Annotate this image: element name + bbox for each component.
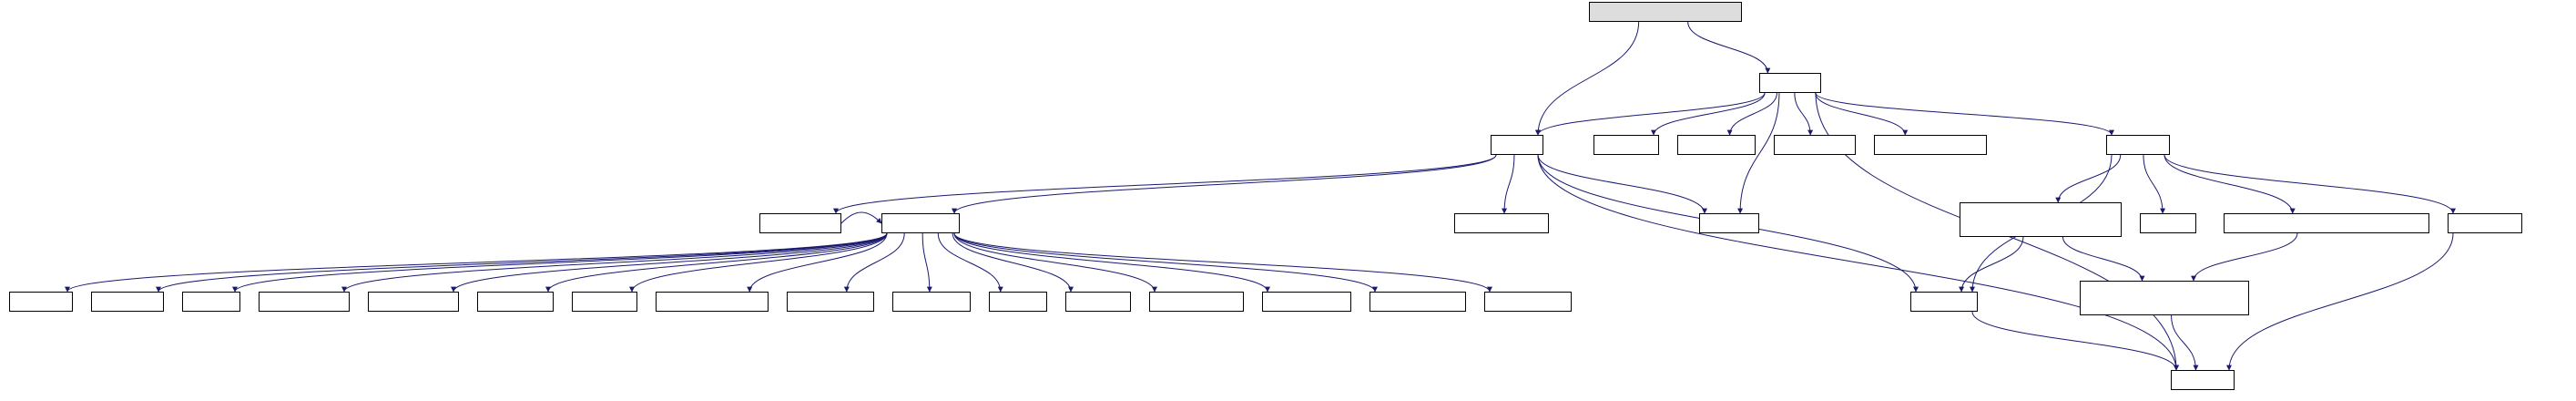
edge-task-to-uv (1535, 92, 1766, 136)
edge-uvunix-to-sysparam (451, 232, 888, 293)
edge-uvunix-to-semaphore (341, 232, 888, 293)
node-stdbool[interactable] (2448, 213, 2522, 233)
edge-uv-to-stdint (1537, 154, 2179, 371)
edge-uverrno-to-uvunix (840, 211, 882, 224)
edge-uvunix-to-netinetin (953, 232, 1270, 293)
node-string_cpp[interactable] (2140, 213, 2196, 233)
edge-string_h-to-string_cpp (2143, 154, 2166, 214)
node-pwd[interactable] (182, 292, 240, 312)
edge-stddef-to-stdint (1971, 311, 2179, 371)
node-stdio[interactable] (1699, 213, 1759, 233)
node-dirent[interactable] (1065, 292, 1131, 312)
node-stddef[interactable] (1910, 292, 1978, 312)
edge-root-to-uv (1535, 21, 1640, 136)
node-semaphore[interactable] (259, 292, 350, 312)
edge-root-to-task (1687, 21, 1771, 74)
node-pthread[interactable] (477, 292, 554, 312)
edge-task-to-stdlib (1651, 92, 1766, 136)
edge-uvunix-to-termios (156, 232, 888, 293)
node-netinetin[interactable] (1262, 292, 1351, 312)
node-stdlib[interactable] (1593, 135, 1659, 155)
node-uv[interactable] (1491, 135, 1543, 155)
edge-uvunix-to-systypes (843, 232, 905, 293)
node-sysparam[interactable] (368, 292, 459, 312)
edge-uvunix-to-syssocket (953, 232, 1157, 293)
edge-uvunix-to-signal (629, 232, 888, 293)
edge-task-to-sysresource (1815, 92, 1909, 136)
node-signal[interactable] (572, 292, 637, 312)
node-uvthreadpool[interactable] (656, 292, 769, 312)
node-stdint[interactable] (2171, 370, 2235, 390)
edge-task-to-string_h (1815, 92, 2114, 136)
edge-uvunix-to-pwd (232, 232, 888, 293)
node-grpc_support[interactable] (2224, 213, 2429, 233)
node-sysresource[interactable] (1874, 135, 1987, 155)
edge-uvunix-to-arpainet (953, 232, 1492, 293)
edge-task-to-stdio (1737, 92, 1780, 214)
node-arpainet[interactable] (1484, 292, 1572, 312)
node-netdb[interactable] (9, 292, 73, 312)
node-task[interactable] (1759, 73, 1821, 93)
edge-uvunix-to-fcntl (937, 232, 1003, 293)
edge-stdbool-to-stdint (2226, 232, 2454, 371)
edge-uvunix-to-pthread (545, 232, 888, 293)
edge-uv-to-uvunix (952, 154, 1497, 214)
node-systypes[interactable] (787, 292, 874, 312)
node-uvversion[interactable] (1454, 213, 1549, 233)
node-netinettcp[interactable] (1369, 292, 1466, 312)
node-uverrno[interactable] (759, 213, 841, 233)
edge-grpc_support-to-grpc_port_plat (2191, 232, 2298, 282)
edge-grpc_port_plat-to-stdint (2171, 314, 2199, 371)
node-root[interactable] (1589, 2, 1742, 22)
edge-string_h-to-stdbool (2164, 154, 2456, 214)
edge-uv-to-uverrno (833, 154, 1497, 214)
edge-uv-to-uvversion (1502, 154, 1515, 214)
edge-uvunix-to-netdb (65, 232, 888, 293)
node-sysstat[interactable] (892, 292, 971, 312)
node-fcntl[interactable] (989, 292, 1047, 312)
edge-uvunix-to-uvthreadpool (747, 232, 888, 293)
node-systime[interactable] (1774, 135, 1856, 155)
edge-grpc_gpr_types-to-stddef (1959, 236, 2024, 293)
node-grpc_port_plat[interactable] (2080, 281, 2249, 315)
edge-task-to-inttypes (1726, 92, 1777, 136)
edge-grpc_gpr_types-to-grpc_port_plat (2062, 236, 2145, 282)
node-termios[interactable] (91, 292, 164, 312)
edge-string_h-to-grpc_gpr_types (2055, 154, 2122, 203)
edge-uvunix-to-sysstat (921, 232, 932, 293)
edge-uvunix-to-dirent (952, 232, 1074, 293)
edge-task-to-systime (1794, 92, 1814, 136)
edge-uvunix-to-netinettcp (953, 232, 1378, 293)
edge-string_h-to-grpc_support (2164, 154, 2296, 214)
node-inttypes[interactable] (1677, 135, 1756, 155)
node-uvunix[interactable] (881, 213, 960, 233)
edge-uv-to-stdio (1537, 154, 1707, 214)
node-syssocket[interactable] (1149, 292, 1244, 312)
node-grpc_gpr_types[interactable] (1960, 202, 2122, 237)
node-string_h[interactable] (2106, 135, 2170, 155)
